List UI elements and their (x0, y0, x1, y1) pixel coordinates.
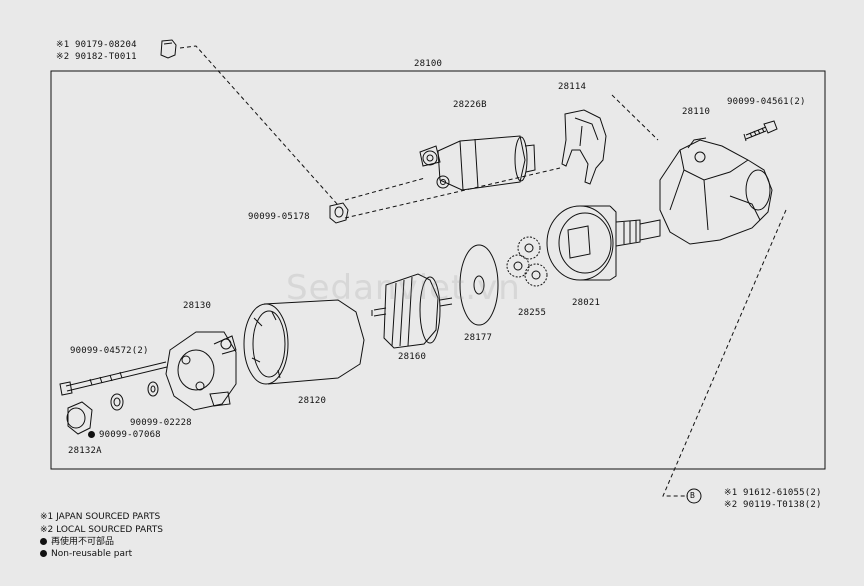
label-90099-05178: 90099-05178 (248, 212, 310, 222)
label-28130: 28130 (183, 301, 212, 311)
seal-07068 (110, 393, 124, 411)
label-90099-07068: 90099-07068 (88, 430, 161, 441)
washer-28177 (459, 244, 499, 326)
label-28110: 28110 (682, 107, 711, 117)
clutch-28021 (546, 205, 661, 281)
through-bolt-04572 (59, 361, 168, 396)
label-90182-t0011: ※2 90182-T0011 (56, 52, 137, 62)
end-frame-28130 (165, 331, 237, 411)
note-local-sourced: ※2 LOCAL SOURCED PARTS (40, 525, 163, 535)
label-28177: 28177 (464, 333, 493, 343)
lever-28114 (561, 109, 607, 185)
leader-lines (179, 45, 787, 497)
washer-bottom (686, 488, 702, 504)
label-90099-04572: 90099-04572(2) (70, 346, 149, 356)
assembly-frame (50, 70, 826, 470)
label-91612-61055: ※1 91612-61055(2) (724, 488, 822, 498)
note-non-reusable: Non-reusable part (40, 549, 132, 560)
nut-05178 (329, 202, 349, 224)
label-28021: 28021 (572, 298, 601, 308)
bullet-dot-icon (40, 550, 47, 557)
watermark: Sedanviet.vn (286, 268, 521, 308)
armature-28160 (371, 273, 453, 349)
nut-top (160, 39, 177, 59)
non-reusable-dot-icon (88, 431, 95, 438)
marker-b: B (690, 491, 696, 500)
label-90099-02228: 90099-02228 (130, 418, 192, 428)
yoke-28120 (243, 299, 365, 385)
label-90179-08204: ※1 90179-08204 (56, 40, 137, 50)
label-90099-04561: 90099-04561(2) (727, 97, 806, 107)
label-28120: 28120 (298, 396, 327, 406)
label-90119-t0138: ※2 90119-T0138(2) (724, 500, 822, 510)
solenoid-28226B (419, 135, 536, 191)
bolt-04561 (743, 120, 778, 142)
washer-02228 (147, 381, 159, 397)
note-reuse-jp: 再使用不可部品 (40, 537, 114, 548)
cap-28132A (66, 401, 93, 435)
label-28160: 28160 (398, 352, 427, 362)
label-28100: 28100 (414, 59, 443, 69)
label-28114: 28114 (558, 82, 587, 92)
label-28132a: 28132A (68, 446, 102, 456)
label-28226b: 28226B (453, 100, 487, 110)
bullet-dot-icon (40, 538, 47, 545)
label-28255: 28255 (518, 308, 547, 318)
gears-28255 (506, 236, 548, 287)
note-japan-sourced: ※1 JAPAN SOURCED PARTS (40, 512, 161, 522)
housing-28110 (659, 137, 773, 245)
